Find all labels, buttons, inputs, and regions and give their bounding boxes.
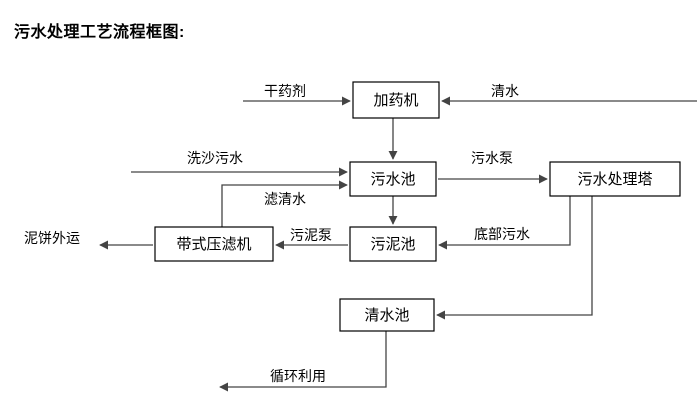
edge-treatment-tower-to-clear-water-pool: [436, 196, 593, 320]
node-label-sewage-pool: 污水池: [370, 171, 415, 188]
edge-label-clean-water: 清水: [491, 83, 519, 99]
edge-label-dry-chemical: 干药剂: [264, 83, 306, 99]
node-belt-filter-press[interactable]: 带式压滤机: [154, 226, 274, 262]
edge-bottom-sewage-to-sludge-pool: [438, 196, 571, 250]
node-clear-water-pool[interactable]: 清水池: [339, 298, 435, 332]
node-treatment-tower[interactable]: 污水处理塔: [549, 161, 681, 197]
node-sludge-pool[interactable]: 污泥池: [349, 226, 437, 262]
node-label-dosing-machine: 加药机: [373, 92, 418, 109]
edge-label-bottom-sewage: 底部污水: [474, 226, 530, 242]
node-label-clear-water-pool: 清水池: [364, 307, 409, 324]
terminal-label-recycle-use: 循环利用: [270, 368, 326, 384]
node-sewage-pool[interactable]: 污水池: [349, 161, 437, 197]
node-label-treatment-tower: 污水处理塔: [577, 171, 652, 188]
node-label-sludge-pool: 污泥池: [370, 236, 415, 253]
edge-label-sewage-pump: 污水泵: [471, 150, 513, 166]
edge-filtered-water-to-sewage-pool: [221, 180, 348, 227]
page-title: 污水处理工艺流程框图:: [14, 24, 185, 41]
node-dosing-machine[interactable]: 加药机: [352, 81, 440, 119]
edge-label-sludge-pump: 污泥泵: [290, 227, 332, 243]
terminal-label-mud-cake-transport: 泥饼外运: [24, 230, 80, 246]
node-label-belt-filter-press: 带式压滤机: [176, 236, 251, 253]
edge-label-sand-wash-sewage: 洗沙污水: [187, 150, 243, 166]
edge-clear-water-pool-to-recycle: [219, 331, 387, 392]
edge-label-filtered-clear-water: 滤清水: [264, 191, 306, 207]
